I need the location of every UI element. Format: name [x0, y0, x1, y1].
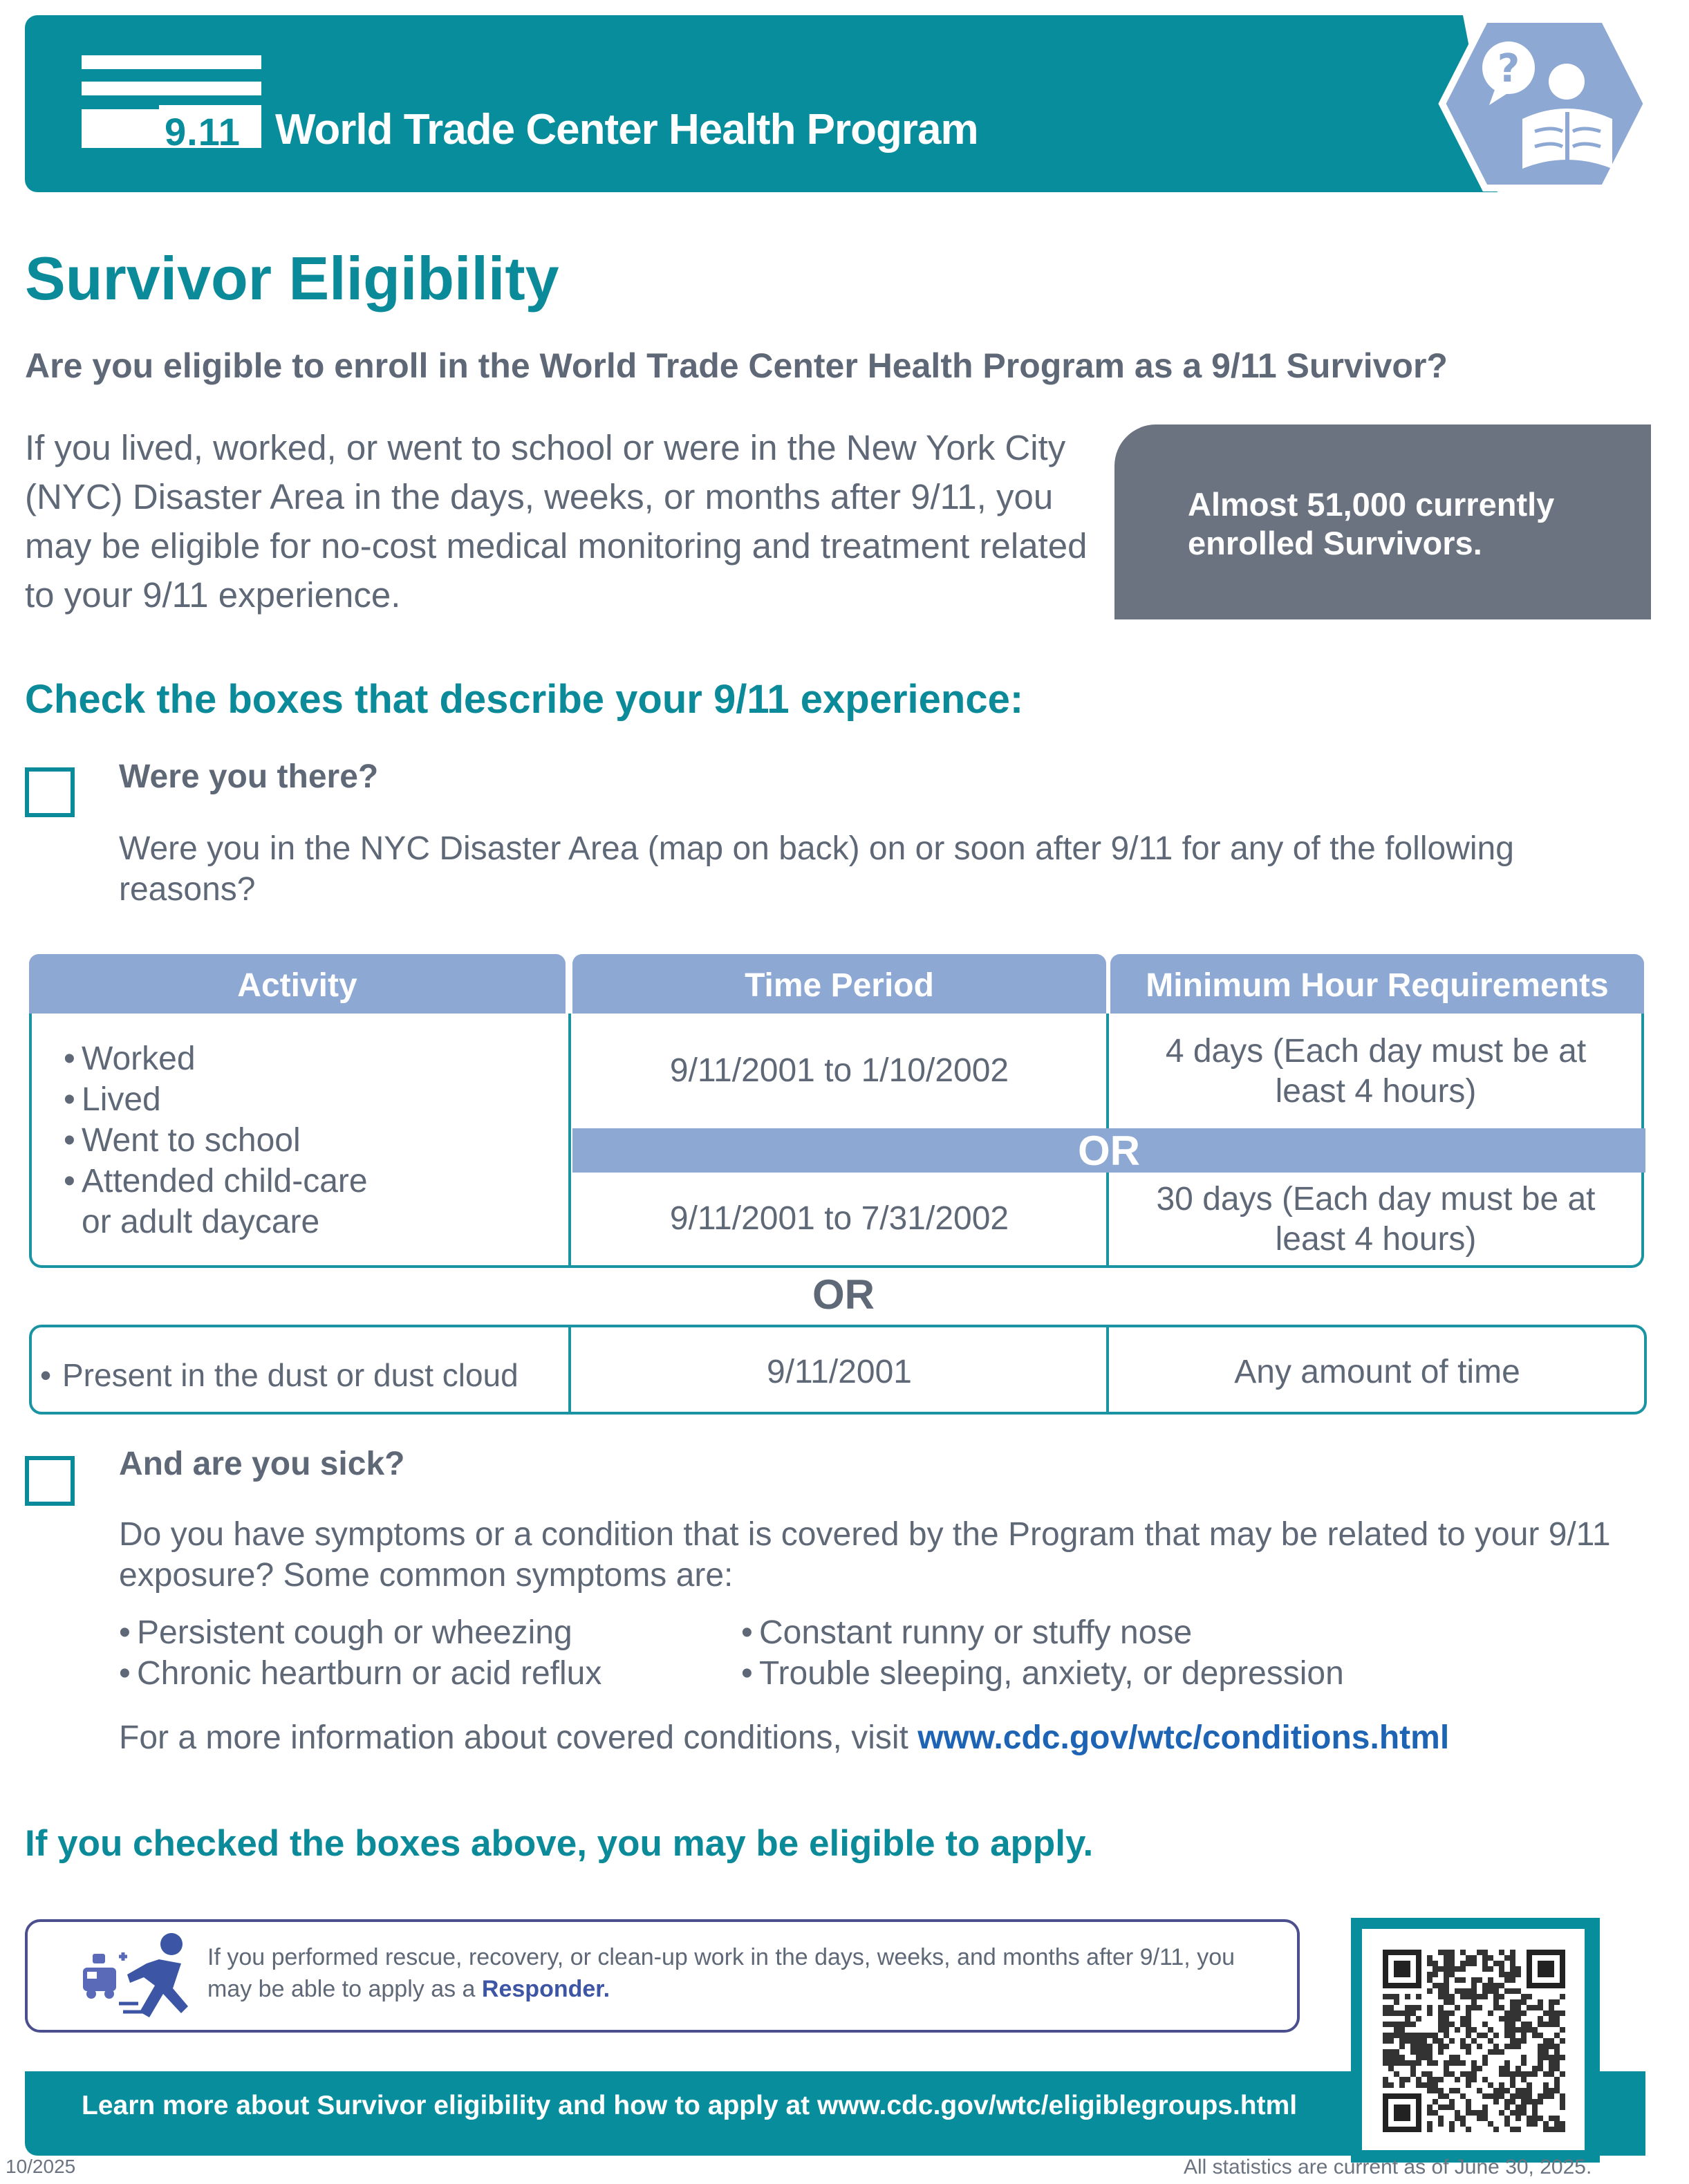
logo-bar-bottom — [82, 109, 159, 148]
requirement-1: 4 days (Each day must be at least 4 hour… — [1165, 1033, 1587, 1110]
responder-text: If you performed rescue, recovery, or cl… — [207, 1944, 1235, 2002]
qr-code[interactable] — [1362, 1929, 1585, 2150]
dust-requirement: Any amount of time — [1234, 1354, 1520, 1390]
qr-code-pattern — [1383, 1950, 1565, 2132]
q1-text: Were you in the NYC Disaster Area (map o… — [119, 830, 1514, 908]
eligibility-question: Are you eligible to enroll in the World … — [25, 346, 1448, 385]
page-title: Survivor Eligibility — [25, 244, 559, 312]
program-title: World Trade Center Health Program — [275, 106, 979, 153]
stat-box — [1114, 424, 1651, 619]
requirement-2: 30 days (Each day must be at least 4 hou… — [1156, 1181, 1596, 1258]
table-divider — [1106, 1325, 1109, 1415]
header-banner — [25, 15, 1497, 192]
footer-text: Learn more about Survivor eligibility an… — [82, 2091, 1298, 2120]
question-reading-person-icon: ? — [1438, 16, 1651, 192]
list-item: •Attended child-care — [64, 1163, 368, 1200]
logo-number: 9.11 — [165, 110, 241, 153]
table-divider — [568, 1014, 571, 1268]
stat-text: Almost 51,000 currently enrolled Survivo… — [1188, 486, 1555, 561]
are-you-sick-checkbox[interactable] — [25, 1456, 75, 1506]
more-info-line: For a more information about covered con… — [119, 1719, 1450, 1756]
list-item: •Worked — [64, 1040, 196, 1077]
list-item: •Persistent cough or wheezing — [119, 1614, 572, 1651]
q1-heading: Were you there? — [119, 758, 379, 795]
time-period-1: 9/11/2001 to 1/10/2002 — [669, 1052, 1009, 1089]
q2-heading: And are you sick? — [119, 1446, 405, 1482]
date-code: 10/2025 — [6, 2156, 76, 2177]
svg-text:?: ? — [1497, 46, 1520, 91]
table-header-minimum-hours: Minimum Hour Requirements — [1110, 954, 1644, 1016]
logo-bar-top — [82, 55, 261, 69]
dust-activity: •Present in the dust or dust cloud — [40, 1357, 519, 1393]
eligible-to-apply-line: If you checked the boxes above, you may … — [25, 1823, 1094, 1864]
or-divider: OR — [572, 1128, 1645, 1174]
activity-list: •Worked •Lived •Went to school •Attended… — [64, 1038, 368, 1242]
list-item: •Chronic heartburn or acid reflux — [119, 1655, 602, 1692]
intro-paragraph: If you lived, worked, or went to school … — [25, 428, 1088, 615]
logo-bar-middle — [82, 82, 261, 95]
dust-row — [29, 1325, 1647, 1415]
dust-period: 9/11/2001 — [767, 1354, 912, 1390]
table-header-time-period: Time Period — [572, 954, 1106, 1016]
or-label: OR — [812, 1271, 875, 1318]
conditions-link[interactable]: www.cdc.gov/wtc/conditions.html — [917, 1719, 1450, 1756]
symptoms-list-right: •Constant runny or stuffy nose •Trouble … — [741, 1612, 1344, 1694]
table-header-activity: Activity — [29, 954, 566, 1016]
list-item: •Went to school — [64, 1122, 301, 1159]
time-period-2: 9/11/2001 to 7/31/2002 — [669, 1200, 1009, 1237]
logo-number-box — [159, 105, 261, 148]
check-boxes-heading: Check the boxes that describe your 9/11 … — [25, 677, 1024, 722]
stats-note: All statistics are current as of June 30… — [1184, 2156, 1592, 2178]
list-item: •Constant runny or stuffy nose — [741, 1614, 1193, 1651]
table-divider — [568, 1325, 571, 1415]
list-item: or adult daycare — [82, 1204, 320, 1240]
list-item: •Lived — [64, 1081, 161, 1118]
responder-box — [25, 1919, 1300, 2033]
were-you-there-checkbox[interactable] — [25, 767, 75, 817]
running-responder-icon — [83, 1933, 188, 2017]
responder-link[interactable]: Responder. — [481, 1976, 610, 2002]
list-item: •Trouble sleeping, anxiety, or depressio… — [741, 1655, 1344, 1692]
symptoms-list-left: •Persistent cough or wheezing •Chronic h… — [119, 1612, 601, 1694]
q2-text: Do you have symptoms or a condition that… — [119, 1516, 1611, 1594]
